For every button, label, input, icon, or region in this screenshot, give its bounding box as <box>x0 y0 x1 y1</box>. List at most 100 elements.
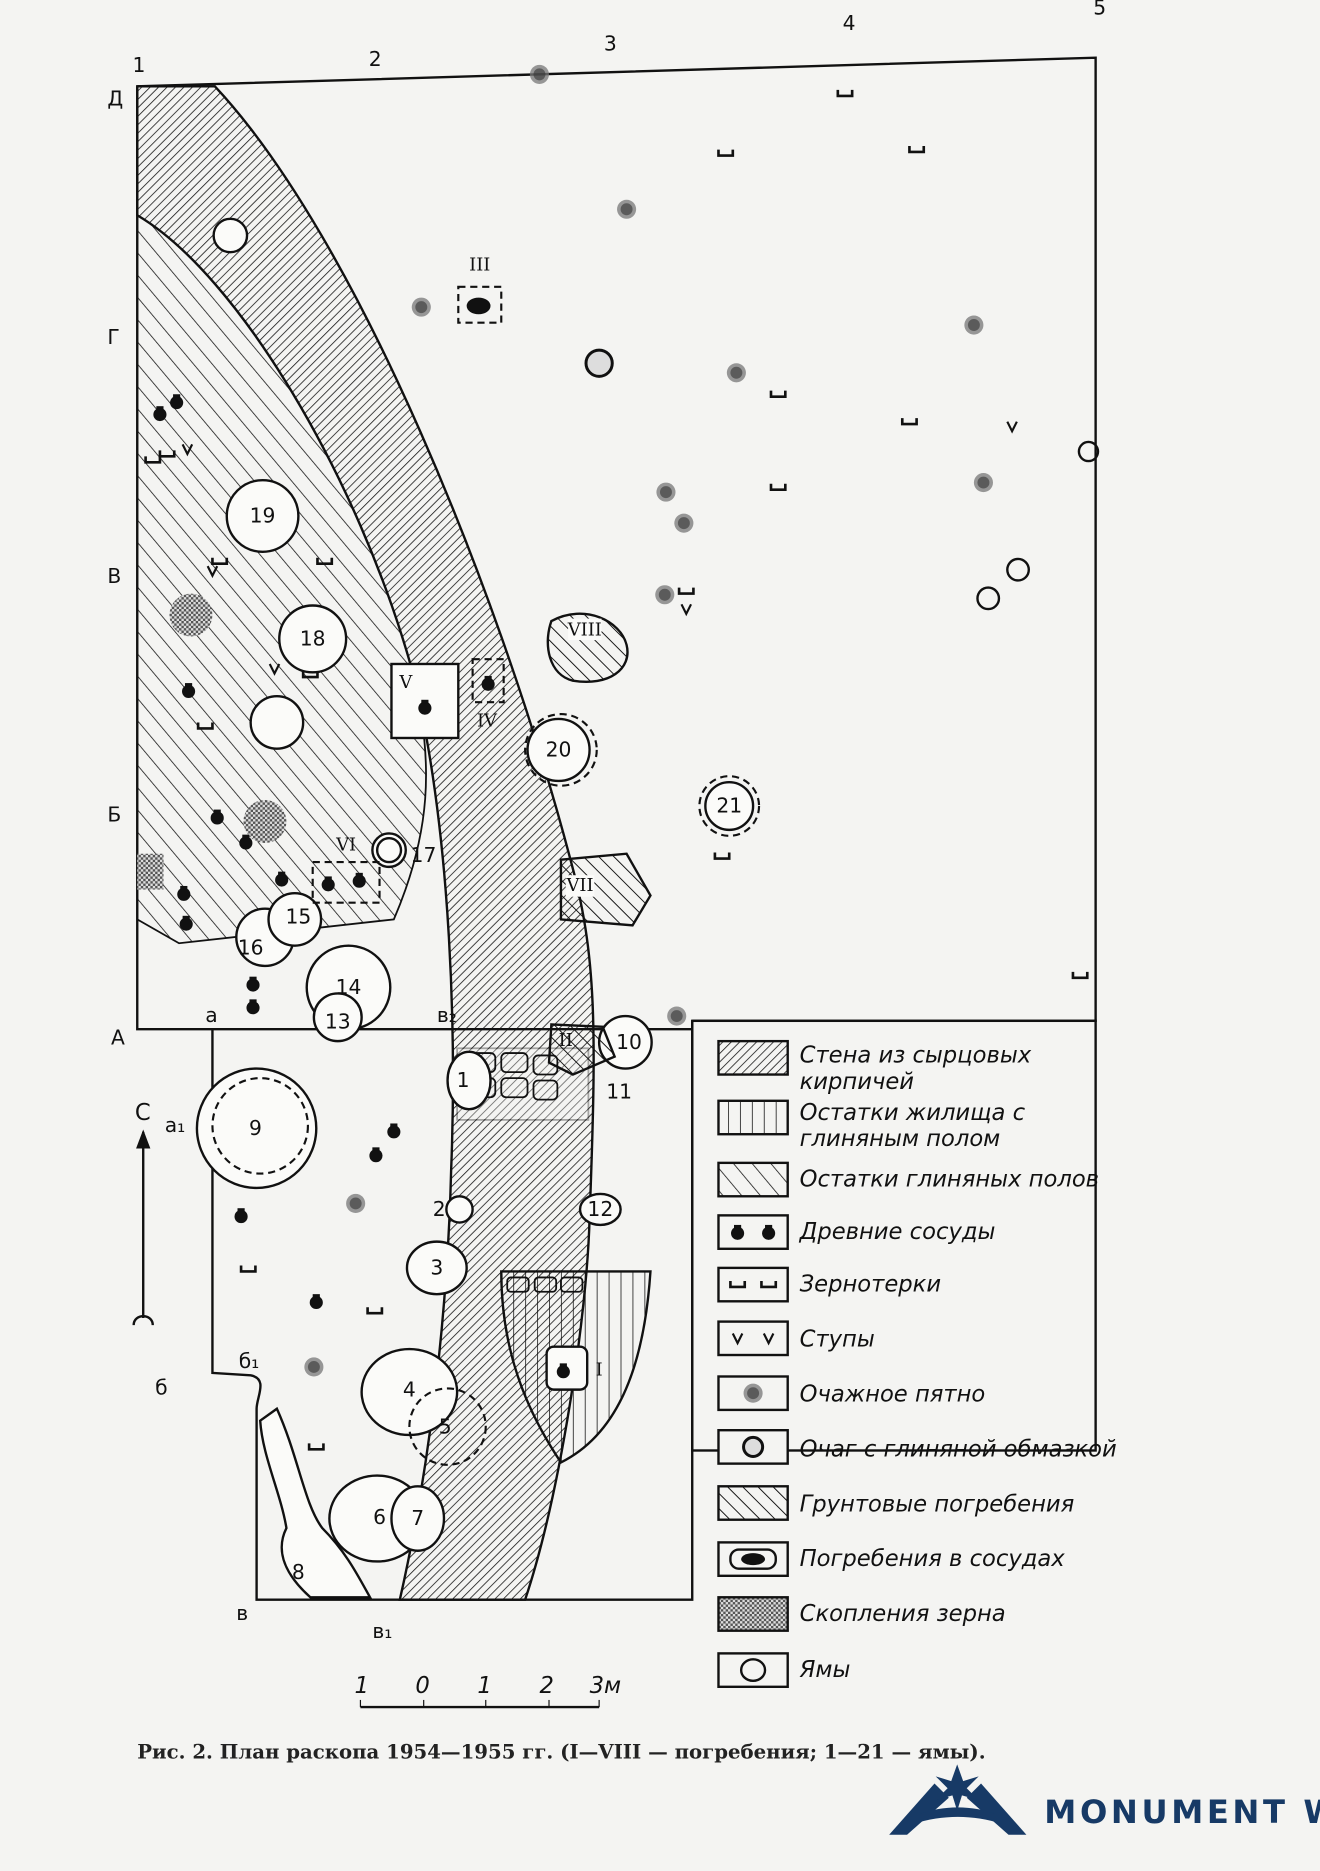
pit-5: 5 <box>408 1387 487 1466</box>
svg-text:Погребения в сосудах: Погребения в сосудах <box>800 1546 1066 1572</box>
column-label: 4 <box>843 11 856 35</box>
svg-text:С: С <box>135 1100 151 1126</box>
svg-text:Очаг с глиняной обмазкой: Очаг с глиняной обмазкой <box>800 1436 1117 1462</box>
legend-item-floors: Остатки глиняных полов <box>717 1161 1099 1198</box>
svg-text:Остатки жилища с: Остатки жилища с <box>800 1100 1026 1126</box>
section-point-label: а <box>205 1003 217 1027</box>
column-label: 1 <box>132 53 145 77</box>
legend-item-pits: Ямы <box>717 1652 851 1688</box>
svg-text:9: 9 <box>249 1116 262 1140</box>
hearth-spot-icon <box>304 1357 324 1377</box>
burial-IV: IV <box>471 658 505 731</box>
svg-text:Зернотерки: Зернотерки <box>800 1272 941 1298</box>
grinder-icon <box>366 1305 384 1315</box>
svg-text:Скопления зерна: Скопления зерна <box>800 1601 1006 1627</box>
hearth-spot-icon <box>411 297 431 317</box>
row-label: Д <box>107 86 123 110</box>
monument-watch-logo: MONUMENT WATCH <box>889 1764 1320 1835</box>
scale-tick: 2 <box>539 1673 553 1699</box>
hearth-spot-icon <box>667 1006 687 1026</box>
vessel-icon <box>234 1208 248 1224</box>
svg-text:7: 7 <box>411 1506 424 1530</box>
svg-text:Древние сосуды: Древние сосуды <box>799 1219 996 1245</box>
legend-item-grinders: Зернотерки <box>717 1266 941 1303</box>
grinder-icon <box>713 851 731 860</box>
hearth-spot-icon <box>656 482 676 502</box>
burial-III: III <box>457 254 503 324</box>
burial-V: V <box>390 662 460 740</box>
pit-4: 4 <box>360 1347 459 1437</box>
legend-item-ground-burials: Грунтовые погребения <box>717 1485 1075 1521</box>
scale-tick: 1 <box>354 1673 368 1699</box>
column-label: 5 <box>1093 0 1106 20</box>
svg-text:4: 4 <box>403 1377 416 1401</box>
pit-icon <box>976 586 1001 611</box>
scale-tick: 0 <box>415 1673 429 1699</box>
svg-text:Ямы: Ямы <box>799 1657 851 1683</box>
pit-2: 2 <box>433 1195 474 1224</box>
legend-item-hearth-spot: Очажное пятно <box>717 1375 986 1412</box>
pit-16-label: 16 <box>238 936 264 960</box>
finds <box>144 64 1100 1451</box>
burial-VI: VI <box>311 834 381 904</box>
vessel-icon <box>246 976 260 992</box>
svg-text:II: II <box>559 1030 573 1051</box>
grinder-icon <box>836 88 854 98</box>
grinder-icon <box>239 1264 257 1273</box>
pit-9: 9 <box>195 1067 318 1190</box>
hearth-spot-icon <box>973 473 993 493</box>
vessel-icon <box>309 1294 323 1310</box>
section-point-label: б <box>155 1375 168 1399</box>
scale-bar: 1 0 1 2 3м <box>354 1673 621 1709</box>
hearth-spot-icon <box>726 363 746 383</box>
svg-text:15: 15 <box>285 905 311 929</box>
section-point-label: б₁ <box>239 1349 260 1373</box>
svg-text:Остатки глиняных полов: Остатки глиняных полов <box>800 1167 1099 1193</box>
legend-item-grain: Скопления зерна <box>717 1596 1006 1632</box>
svg-text:Очажное пятно: Очажное пятно <box>800 1382 986 1408</box>
pit-icon <box>1006 557 1030 582</box>
svg-text:21: 21 <box>716 794 742 818</box>
figure-caption: Рис. 2. План раскопа 1954—1955 гг. (I—VI… <box>137 1740 985 1763</box>
svg-text:8: 8 <box>292 1560 305 1584</box>
grinder-icon <box>307 1442 325 1451</box>
svg-text:Грунтовые погребения: Грунтовые погребения <box>800 1491 1075 1517</box>
legend-item-mortars: Ступы <box>717 1320 875 1357</box>
pit-3: 3 <box>405 1240 468 1296</box>
svg-text:VII: VII <box>566 875 594 896</box>
column-labels: 1 2 3 4 5 <box>132 0 1106 77</box>
svg-text:III: III <box>469 254 490 275</box>
row-label: Б <box>107 803 121 827</box>
grinder-icon <box>769 389 787 398</box>
svg-text:кирпичей: кирпичей <box>800 1069 914 1095</box>
pit-11-label: 11 <box>606 1079 632 1103</box>
svg-text:18: 18 <box>300 627 326 651</box>
svg-text:V: V <box>398 672 413 693</box>
section-point-label: в₁ <box>372 1619 392 1643</box>
column-label: 2 <box>369 47 382 71</box>
grinder-icon <box>1071 970 1089 980</box>
grinder-icon <box>769 482 787 492</box>
hearth-spot-icon <box>964 315 984 335</box>
pit-20: 20 <box>524 713 598 787</box>
row-label: Г <box>107 325 119 349</box>
svg-text:VI: VI <box>335 834 356 855</box>
pit-15: 15 <box>267 891 323 947</box>
section-point-label: в <box>236 1601 248 1625</box>
pit-18: 18 <box>278 604 348 674</box>
hearth-spot-icon <box>655 585 675 605</box>
clay-hearth-icon <box>584 348 614 378</box>
svg-text:глиняным полом: глиняным полом <box>800 1126 1001 1152</box>
svg-text:Ступы: Ступы <box>800 1327 875 1353</box>
vessel-icon <box>246 999 260 1015</box>
burial-VIII: VIII <box>546 612 629 683</box>
row-label: В <box>107 564 121 588</box>
grain-cluster <box>137 853 164 890</box>
legend-item-clay-hearth: Очаг с глиняной обмазкой <box>717 1429 1117 1465</box>
legend-frame <box>691 1019 1097 1452</box>
svg-text:20: 20 <box>546 738 572 762</box>
row-label: А <box>111 1026 125 1050</box>
legend-item-vessels: Древние сосуды <box>717 1214 996 1250</box>
